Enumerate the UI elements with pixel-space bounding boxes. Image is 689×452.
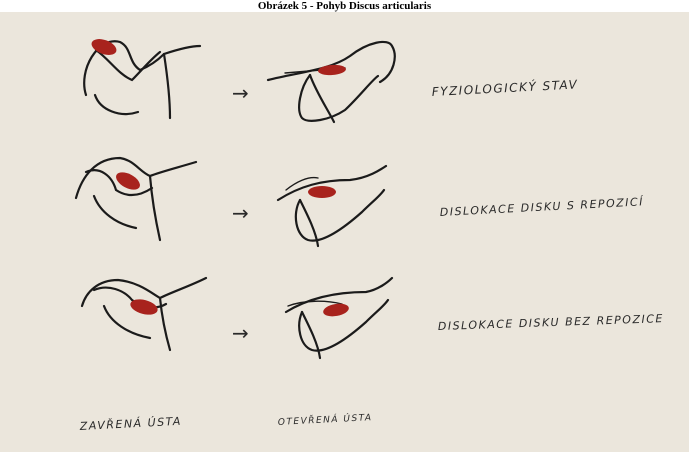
row-2-closed-disc [113,169,143,194]
row-3-open-disc [322,302,350,318]
row-2-arrow: → [232,201,250,225]
row-1-arrow: → [232,81,250,105]
row-2-label: DISLOKACE DISKU S REPOZICÍ [439,195,644,219]
row-2-closed-drawing [76,158,196,240]
row-2-open-disc [308,186,336,198]
row-3-arrow: → [232,321,250,345]
column-open-label: OTEVŘENÁ ÚSTA [278,411,373,428]
row-2-open-drawing [278,166,386,246]
row-3-open-drawing [286,278,392,358]
row-3-label: DISLOKACE DISKU BEZ REPOZICE [438,312,664,333]
row-1-open-drawing [268,42,395,122]
row-1-open-disc [318,64,347,76]
column-closed-label: ZAVŘENÁ ÚSTA [78,415,182,433]
row-1-label: FYZIOLOGICKÝ STAV [431,76,578,99]
